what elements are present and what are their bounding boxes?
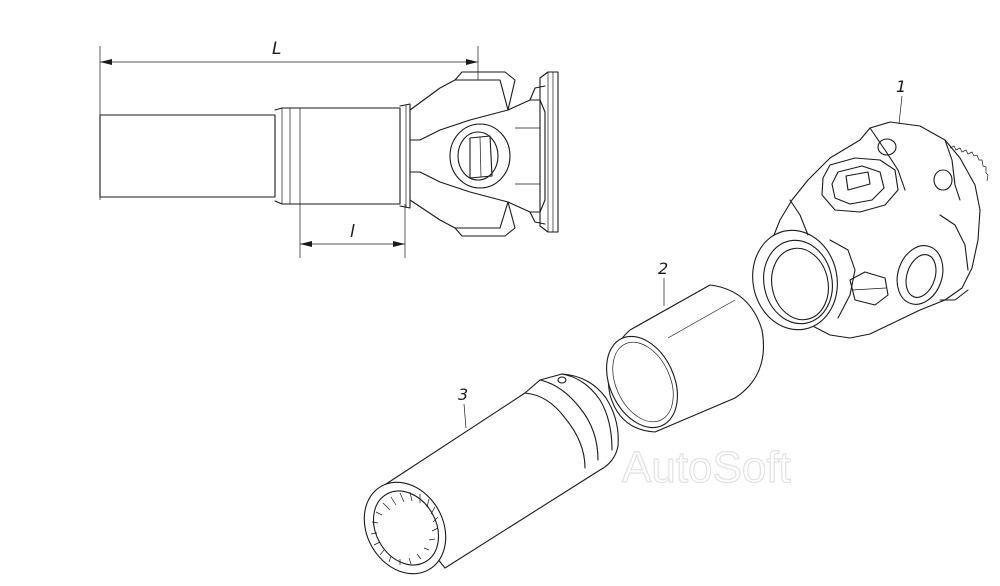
callout-3: 3 [458, 385, 468, 429]
callout-2: 2 [658, 259, 668, 306]
assembled-shaft-view: L l [99, 39, 559, 258]
callout-1-number: 1 [896, 77, 906, 96]
dimension-L: L [99, 39, 479, 200]
part-2-bushing [606, 284, 765, 433]
callout-1: 1 [896, 77, 906, 125]
callout-2-number: 2 [658, 259, 668, 278]
dimension-L-label: L [272, 39, 281, 59]
universal-joint-side-view [409, 71, 559, 237]
dimension-l: l [299, 204, 406, 258]
callout-3-number: 3 [458, 385, 468, 404]
shaft-tube [99, 103, 411, 209]
watermark-text: AutoSoft [622, 443, 791, 492]
part-1-yoke [752, 121, 989, 339]
part-3-splined-sleeve [363, 373, 619, 575]
dimension-l-label: l [350, 222, 355, 242]
